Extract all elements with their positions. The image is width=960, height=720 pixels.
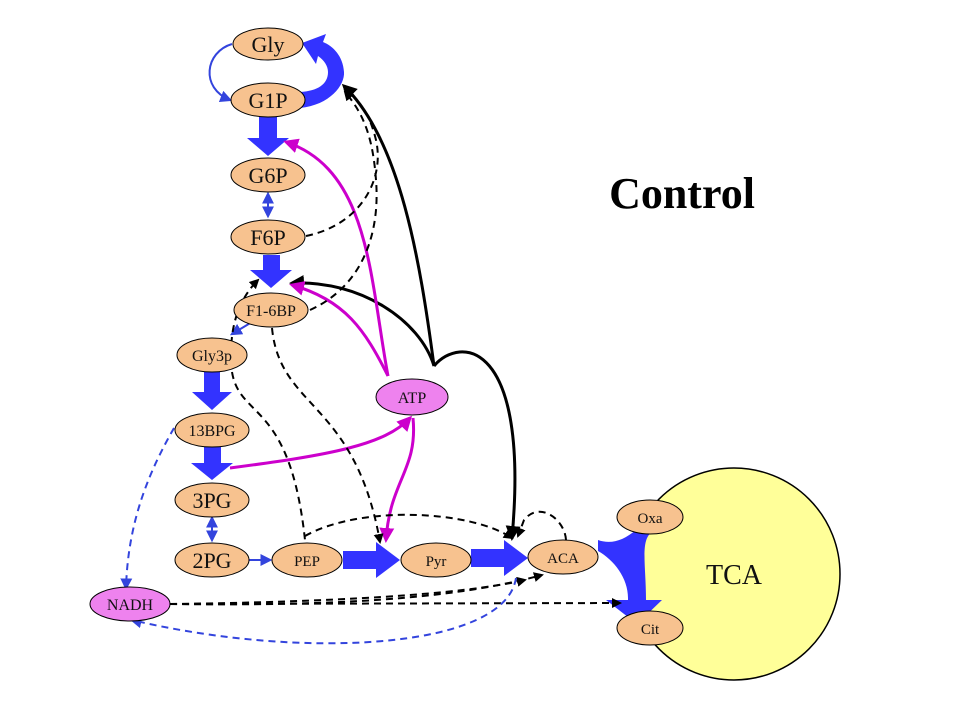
reversible-arrows: [206, 43, 274, 566]
reg-atp-pyr: [379, 417, 416, 543]
dashed-regulation: [169, 88, 622, 609]
node-gly3p-label: Gly3p: [192, 348, 232, 365]
node-g6p: G6P: [230, 157, 306, 193]
node-aca-label: ACA: [547, 551, 579, 567]
node-gly: Gly: [232, 27, 304, 61]
node-nadh: NADH: [89, 586, 171, 622]
node-cit: Cit: [616, 610, 684, 646]
dash-gly3p-pep: [231, 371, 306, 541]
reg-atp-g6p: [283, 138, 390, 377]
flux-gly3p-13bpg: [192, 372, 232, 410]
flux-13bpg-3pg: [191, 446, 233, 480]
node-nadh-label: NADH: [107, 597, 154, 614]
node-g6p-label: G6P: [248, 163, 287, 188]
dash-nadh-cit: [169, 598, 622, 609]
flux-f6p-f16bp: [250, 255, 292, 288]
node-f6p: F6P: [230, 219, 306, 255]
flux-g1p-g6p: [247, 117, 289, 156]
atp-black-regulation: [289, 83, 521, 541]
node-g1p: G1P: [230, 82, 306, 118]
reg-atp-aca: [432, 350, 521, 541]
dash-nadh-aca2: [169, 576, 527, 605]
node-atp: ATP: [375, 378, 449, 416]
flux-aca-oxa-cit: [598, 526, 662, 624]
node-2pg: 2PG: [174, 542, 250, 578]
node-cit-label: Cit: [641, 622, 660, 638]
nadh-dashed-links: [120, 427, 517, 645]
dash-f6p-gly: [305, 88, 379, 237]
flux-g1p-gly-loop: [300, 34, 345, 108]
reg-atp-g1p: [341, 83, 436, 367]
dash-f16bp-g1p: [309, 90, 378, 311]
node-gly-label: Gly: [252, 32, 285, 57]
flux-arrows: [191, 34, 662, 624]
arrow-gly-g1p-side: [208, 43, 233, 102]
dash-pep-aca: [304, 513, 514, 540]
magenta-regulation: [229, 138, 416, 543]
dash-gly3p-f16bp: [230, 278, 260, 369]
node-gly3p: Gly3p: [176, 337, 248, 373]
node-g1p-label: G1P: [248, 88, 287, 113]
flux-pep-pyr: [343, 542, 400, 578]
node-f16bp-label: F1-6BP: [246, 303, 296, 320]
node-13bpg: 13BPG: [174, 412, 250, 448]
node-f16bp: F1-6BP: [233, 292, 309, 328]
node-pep: PEP: [271, 542, 343, 578]
reg-atp-f16bp-mag: [289, 281, 390, 377]
diagram-title: Control: [609, 169, 755, 218]
reg-13bpg-atp: [229, 415, 413, 470]
flux-pyr-aca: [471, 540, 528, 576]
node-atp-label: ATP: [398, 390, 427, 407]
node-aca: ACA: [527, 539, 599, 575]
node-pyr: Pyr: [400, 542, 472, 578]
dash-13bpg-nadh: [120, 427, 175, 591]
dash-aca-nadh: [129, 577, 517, 645]
node-pyr-label: Pyr: [426, 554, 447, 570]
node-2pg-label: 2PG: [192, 548, 231, 573]
reg-atp-f16bp: [289, 274, 436, 367]
dash-aca-loop: [516, 510, 567, 541]
node-oxa: Oxa: [616, 499, 684, 535]
node-3pg-label: 3PG: [192, 488, 231, 513]
tca-label: TCA: [706, 560, 763, 591]
node-13bpg-label: 13BPG: [188, 423, 236, 440]
node-oxa-label: Oxa: [638, 511, 663, 527]
node-f6p-label: F6P: [250, 225, 285, 250]
node-pep-label: PEP: [294, 554, 320, 570]
dash-f16bp-pyr: [271, 327, 384, 544]
dash-nadh-aca1: [169, 572, 544, 606]
node-3pg: 3PG: [174, 482, 250, 518]
